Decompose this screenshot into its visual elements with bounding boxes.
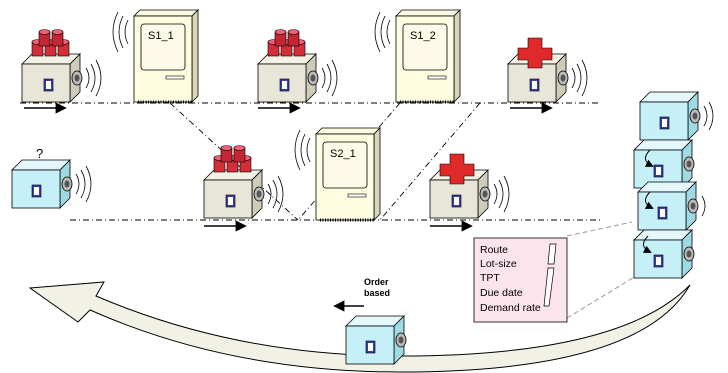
carrier-stack (633, 91, 714, 279)
workpiece-mid-1 (203, 145, 284, 219)
machine-s1-2: S1_2 (373, 8, 462, 104)
red-cylinder-parts-icon (31, 29, 70, 57)
motion-arrows (24, 102, 553, 232)
red-cylinder-parts-icon (267, 29, 306, 57)
machine-label: S1_2 (410, 30, 436, 42)
info-tag-item: Route (480, 244, 508, 256)
machine-s1-1: S1_1 (111, 8, 200, 104)
machine-s2-1: S2_1 (293, 126, 382, 222)
callout-line (566, 275, 637, 319)
info-tag: Route Lot-size TPT Due date Demand rate (473, 237, 568, 323)
order-based-label: based (364, 288, 390, 298)
workpiece-top-3 (507, 37, 588, 103)
callout-line (566, 221, 633, 237)
machine-label: S1_1 (148, 30, 174, 42)
workpiece-top-2 (257, 29, 338, 103)
unknown-carrier (11, 159, 92, 209)
red-cylinder-parts-icon (213, 145, 252, 173)
machine-label: S2_1 (330, 148, 356, 160)
info-tag-item: Lot-size (480, 258, 517, 270)
tag-pen-icon (543, 243, 557, 307)
question-mark: ? (36, 146, 43, 161)
info-tag-item: Due date (480, 287, 523, 299)
workpiece-mid-2 (429, 153, 510, 219)
order-based-label: Order (364, 277, 389, 287)
info-tag-item: TPT (480, 272, 500, 284)
info-tag-item: Demand rate (480, 302, 541, 314)
return-flow-arrow (28, 281, 691, 373)
workpiece-top-1 (21, 29, 102, 103)
order-carrier (345, 315, 407, 365)
